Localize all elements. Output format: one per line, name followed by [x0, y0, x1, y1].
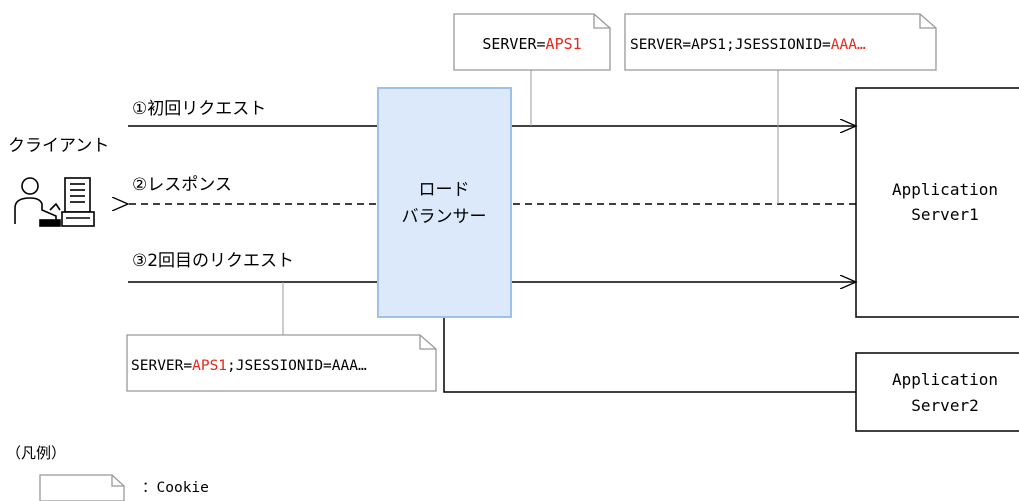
- cookie-3-note: [126, 334, 437, 392]
- load-balancer-line2: バランサー: [402, 207, 487, 227]
- legend-cookie-label: ：Cookie: [142, 480, 209, 496]
- load-balancer-box: [377, 87, 512, 318]
- client-computer-icon: [14, 177, 95, 227]
- application-server-1-line2: Server1: [911, 205, 978, 224]
- application-server-1-line1: Application: [892, 180, 998, 199]
- cookie-1-note: [453, 13, 611, 71]
- cookie-3-text: SERVER=APS1;JSESSIONID=AAA…: [131, 358, 367, 374]
- cookie-1-text: SERVER=APS1: [482, 35, 581, 53]
- first-request-label: ①初回リクエスト: [132, 99, 266, 119]
- load-balancer-line1: ロード: [419, 180, 470, 200]
- application-server-2-line1: Application: [892, 370, 998, 389]
- legend-cookie-shape: [39, 474, 125, 501]
- client-label: クライアント: [8, 136, 109, 156]
- application-server-1-box: [855, 87, 1019, 318]
- cookie-2-note: [624, 13, 937, 71]
- response-label: ②レスポンス: [132, 175, 232, 195]
- legend-title: （凡例）: [6, 444, 66, 462]
- lb-to-server2-connector: [443, 318, 856, 393]
- second-request-label: ③2回目のリクエスト: [132, 251, 294, 271]
- application-server-2-line2: Server2: [911, 396, 978, 415]
- application-server-2-box: [855, 352, 1019, 432]
- cookie-2-text: SERVER=APS1;JSESSIONID=AAA…: [630, 37, 866, 53]
